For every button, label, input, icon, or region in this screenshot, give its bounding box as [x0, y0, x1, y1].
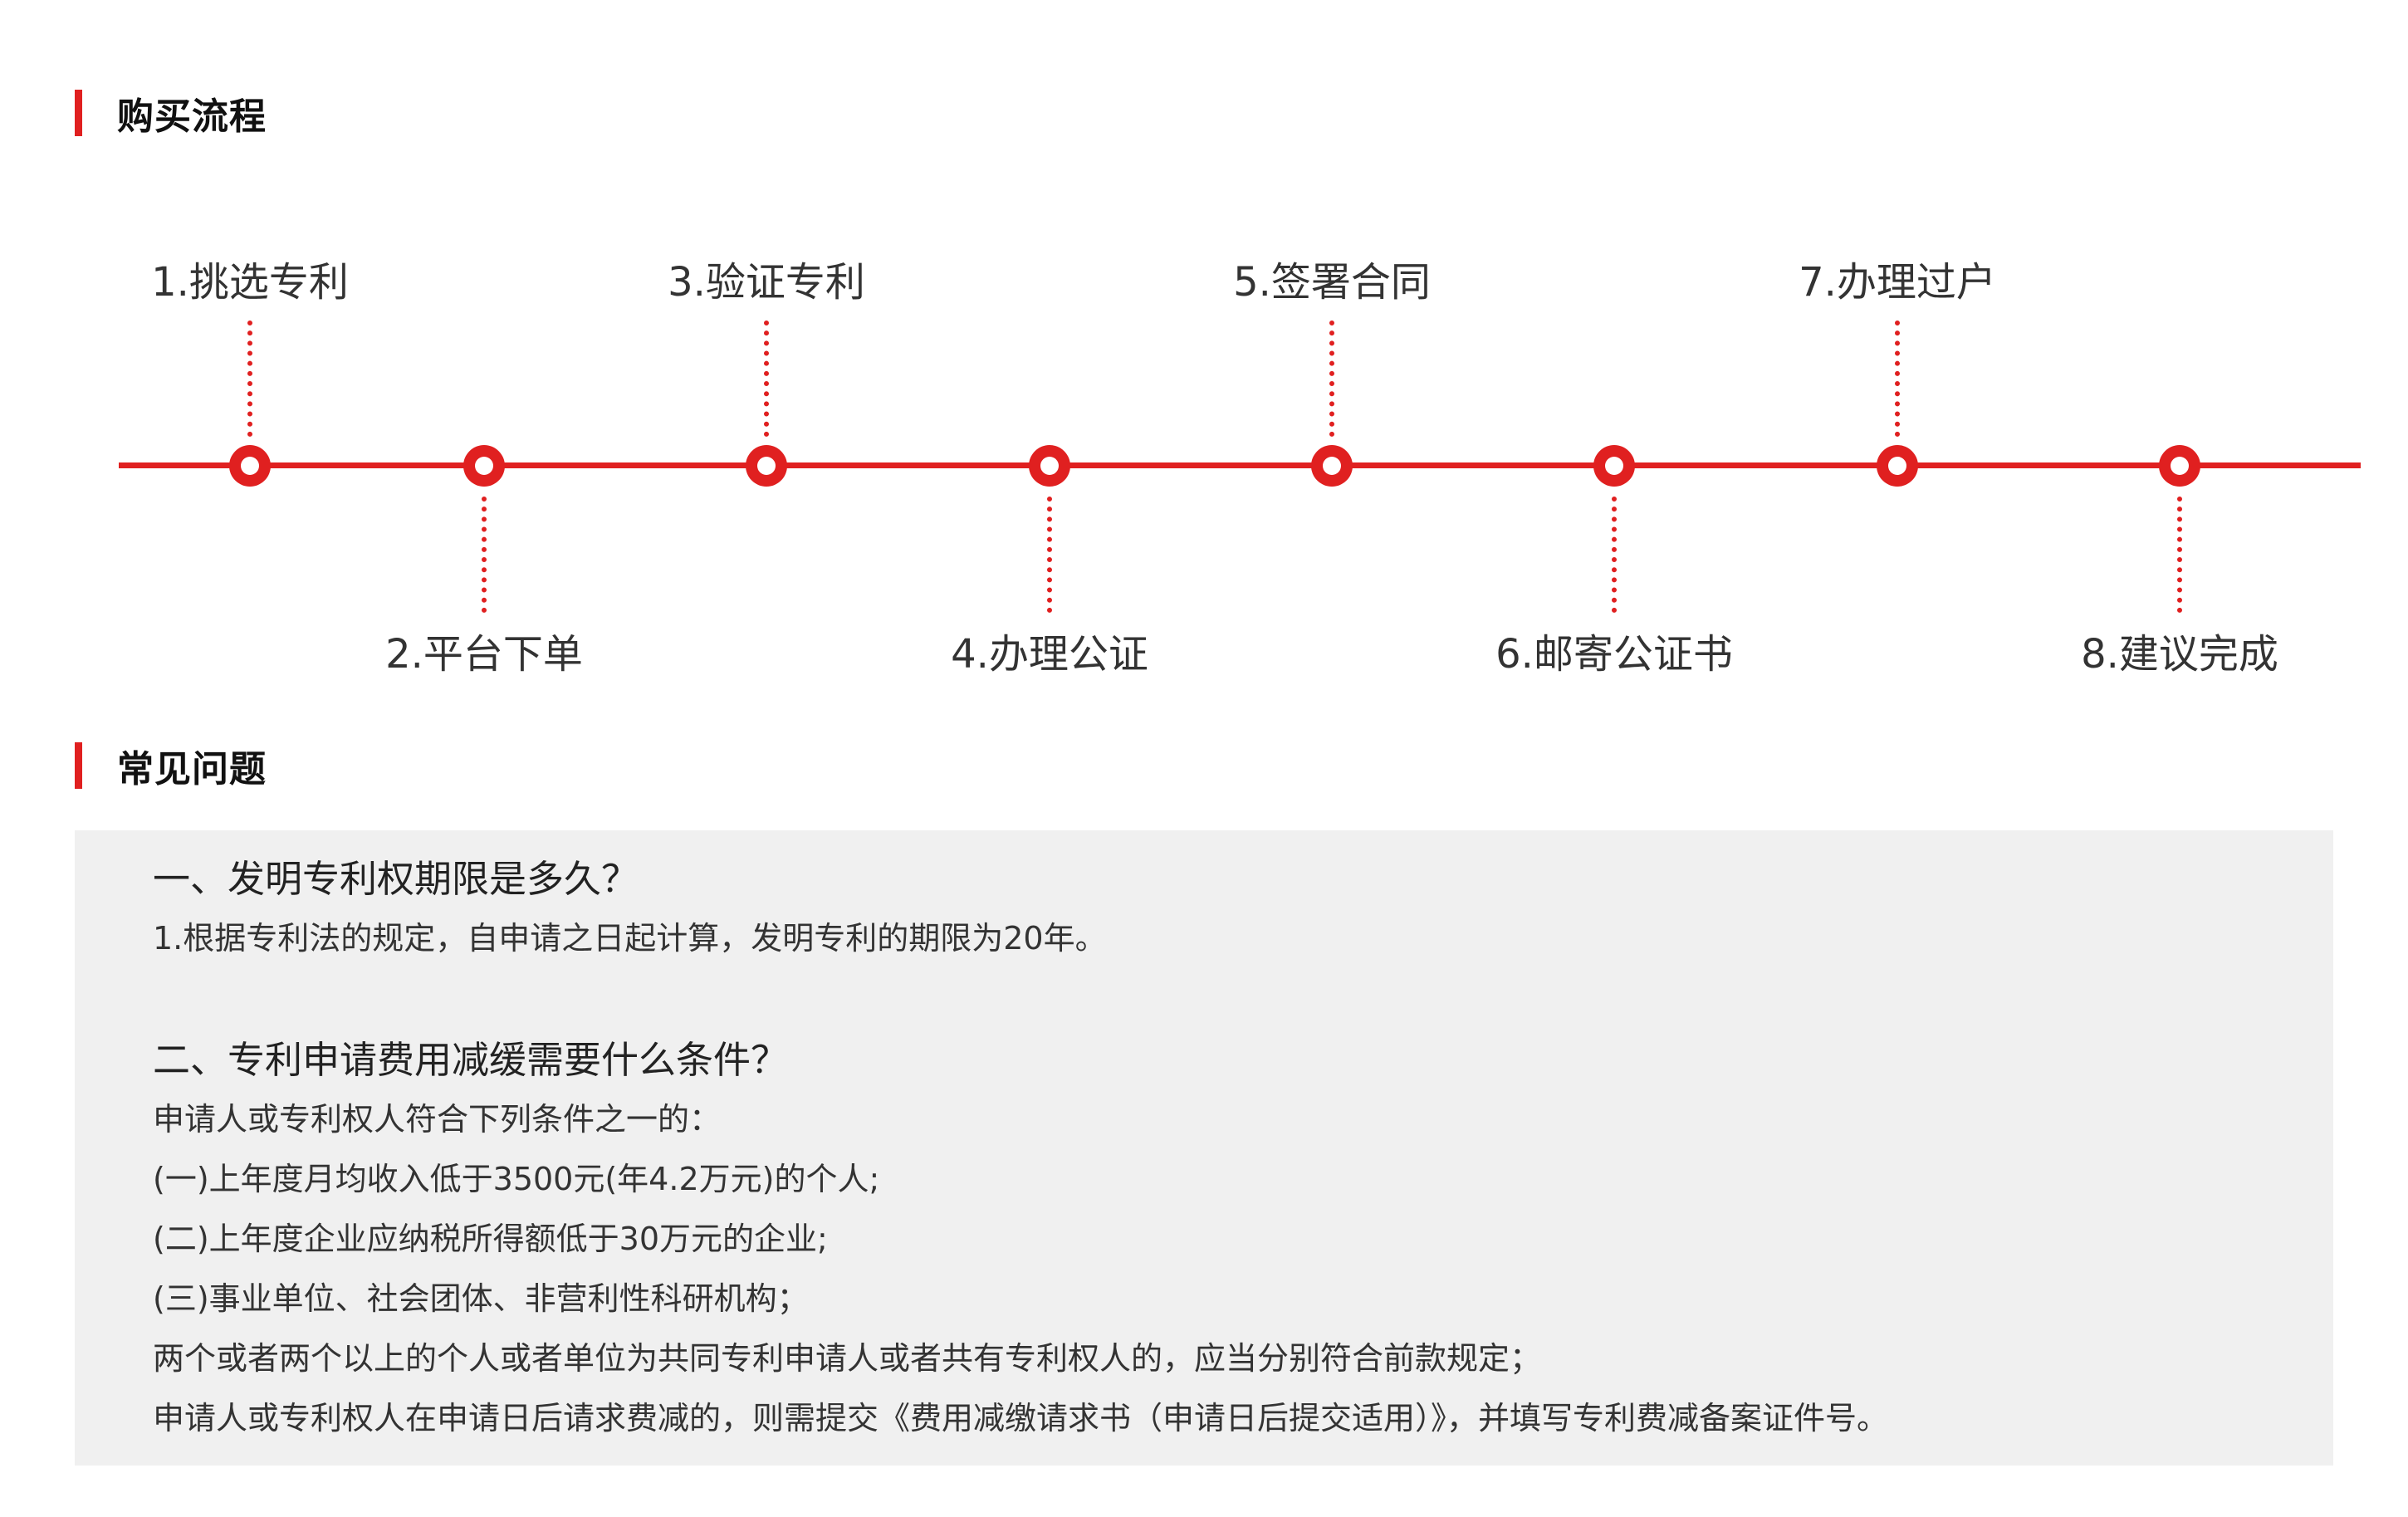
step-label-1: 1.挑选专利 [151, 259, 349, 306]
step-label-8: 8.建议完成 [2081, 631, 2278, 678]
step-connector-3 [764, 321, 769, 437]
purchase-process-title: 购买流程 [117, 95, 267, 138]
step-node-7[interactable] [1877, 445, 1918, 487]
faq-title: 常见问题 [117, 748, 267, 790]
step-connector-6 [1612, 497, 1617, 613]
step-node-3[interactable] [746, 445, 787, 487]
step-label-3: 3.验证专利 [668, 259, 865, 306]
faq-answer-line: (三)事业单位、社会团体、非营利性科研机构； [153, 1280, 809, 1317]
purchase-timeline: 1.挑选专利 2.平台下单 3.验证专利 4.办理公证 5.签署合同 6.邮寄公… [0, 0, 2408, 714]
step-node-5[interactable] [1311, 445, 1353, 487]
faq-heading: 常见问题 [75, 742, 267, 790]
faq-answer-line: 申请人或专利权人在申请日后请求费减的，则需提交《费用减缴请求书（申请日后提交适用… [153, 1400, 1889, 1436]
faq-question-2: 二、专利申请费用减缓需要什么条件？ [153, 1038, 789, 1082]
step-label-6: 6.邮寄公证书 [1495, 631, 1733, 678]
step-connector-8 [2177, 497, 2182, 613]
purchase-process-heading: 购买流程 [75, 90, 267, 138]
step-node-8[interactable] [2159, 445, 2200, 487]
step-connector-4 [1047, 497, 1052, 613]
step-connector-2 [482, 497, 487, 613]
faq-panel: 一、发明专利权期限是多久？ 1.根据专利法的规定，自申请之日起计算，发明专利的期… [75, 830, 2333, 1466]
timeline-line [119, 462, 2361, 468]
step-connector-7 [1895, 321, 1900, 437]
faq-answer-line: 两个或者两个以上的个人或者单位为共同专利申请人或者共有专利权人的，应当分别符合前… [153, 1340, 1542, 1377]
step-connector-5 [1329, 321, 1334, 437]
faq-answer-line: 申请人或专利权人符合下列条件之一的： [153, 1101, 722, 1138]
faq-answer-line: 1.根据专利法的规定，自申请之日起计算，发明专利的期限为20年。 [153, 920, 1107, 957]
faq-question-1: 一、发明专利权期限是多久？ [153, 857, 639, 901]
step-label-5: 5.签署合同 [1233, 259, 1431, 306]
step-connector-1 [247, 321, 252, 437]
step-node-2[interactable] [463, 445, 505, 487]
step-node-1[interactable] [229, 445, 271, 487]
faq-answer-line: (二)上年度企业应纳税所得额低于30万元的企业; [153, 1221, 828, 1257]
faq-answer-line: (一)上年度月均收入低于3500元(年4.2万元)的个人; [153, 1161, 880, 1197]
step-label-7: 7.办理过户 [1799, 259, 1996, 306]
step-node-4[interactable] [1029, 445, 1070, 487]
heading-accent-bar [75, 742, 82, 789]
step-label-4: 4.办理公证 [951, 631, 1148, 678]
step-label-2: 2.平台下单 [385, 631, 583, 678]
step-node-6[interactable] [1593, 445, 1635, 487]
heading-accent-bar [75, 90, 82, 136]
